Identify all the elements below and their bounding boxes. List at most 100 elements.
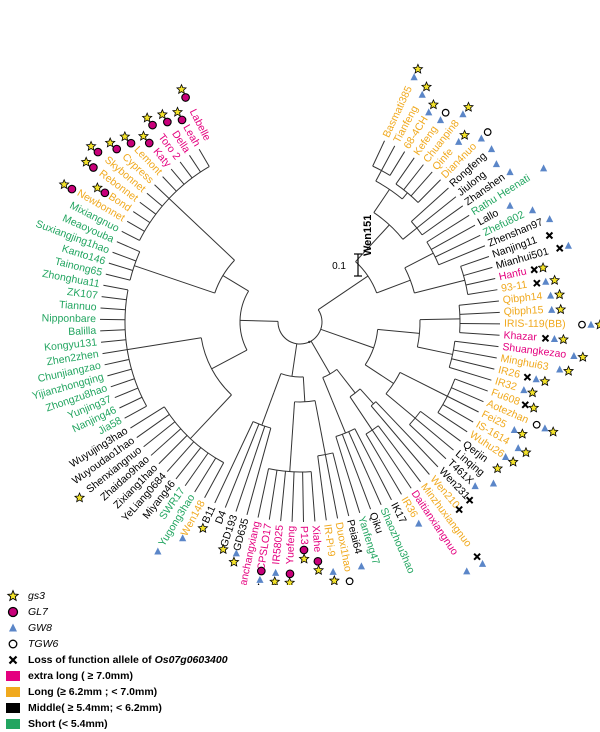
gs3-star-icon bbox=[254, 584, 263, 585]
gw8-triangle-icon bbox=[479, 560, 486, 567]
tree-branch bbox=[122, 231, 140, 240]
tree-branch bbox=[262, 392, 274, 425]
tree-branch bbox=[215, 422, 253, 503]
tree-arc bbox=[366, 426, 378, 434]
tree-branch bbox=[455, 341, 499, 346]
legend-label-middle: Middle( ≥ 5.4mm; < 6.2mm) bbox=[28, 702, 162, 714]
tree-branch bbox=[125, 406, 147, 418]
legend-label-gw8: GW8 bbox=[28, 622, 52, 634]
gs3-star-icon bbox=[429, 100, 438, 109]
tree-branch bbox=[119, 397, 142, 408]
gs3-star-icon bbox=[555, 290, 564, 299]
tree-branches bbox=[100, 141, 500, 522]
gw8-triangle-icon bbox=[565, 242, 572, 249]
lof-cross-icon bbox=[467, 497, 473, 503]
tree-branch bbox=[415, 418, 453, 450]
gs3-star-icon bbox=[229, 557, 238, 566]
lof-cross-icon bbox=[534, 280, 540, 286]
tree-branch bbox=[427, 215, 469, 242]
tree-branch bbox=[223, 276, 249, 291]
tree-branch bbox=[459, 301, 499, 305]
gs3-star-icon bbox=[270, 577, 279, 585]
taxon-label: Nipponbare bbox=[42, 312, 97, 325]
gs3-star-icon bbox=[540, 377, 549, 386]
legend-label-tgw6: TGW6 bbox=[28, 638, 58, 650]
tree-arc bbox=[253, 422, 271, 429]
tree-branch bbox=[449, 367, 491, 380]
legend-row-lof: Loss of function allele of Os07g0603400 bbox=[4, 652, 254, 668]
tree-branch bbox=[360, 389, 373, 404]
tree-branch bbox=[378, 329, 420, 333]
legend-label-lof: Loss of function allele of Os07g0603400 bbox=[28, 654, 228, 666]
tree-branch bbox=[403, 228, 417, 239]
tree-branch bbox=[101, 340, 126, 343]
tgw6-circle-icon bbox=[442, 109, 449, 116]
tgw6-circle-icon bbox=[533, 421, 540, 428]
tree-arc bbox=[350, 389, 360, 397]
tree-branch bbox=[109, 263, 133, 270]
tree-branch bbox=[303, 472, 304, 522]
lof-cross-icon bbox=[557, 245, 563, 251]
scale-bar: 0.1 bbox=[332, 254, 362, 276]
tree-branch bbox=[452, 359, 495, 369]
gw8-triangle-icon bbox=[330, 568, 337, 575]
gs3-star-icon bbox=[300, 554, 309, 563]
gs3-star-icon bbox=[521, 448, 530, 457]
gl7-dot-icon bbox=[258, 567, 266, 575]
gs3-star-icon bbox=[493, 464, 502, 473]
legend-label-extra_long: extra long ( ≥ 7.0mm) bbox=[28, 670, 133, 682]
tgw6-circle-icon bbox=[346, 578, 353, 585]
tree-branch bbox=[247, 428, 271, 515]
gw8-triangle-icon bbox=[419, 91, 426, 98]
tree-branch bbox=[290, 402, 295, 472]
tree-branch bbox=[315, 401, 325, 455]
tree-branch bbox=[137, 414, 170, 437]
gs3-star-icon bbox=[75, 493, 84, 502]
legend-row-gl7: GL7 bbox=[4, 604, 254, 620]
gs3-star-icon bbox=[139, 131, 148, 140]
tree-branch bbox=[414, 280, 464, 293]
tree-branch bbox=[418, 180, 440, 203]
legend-label-short: Short (< 5.4mm) bbox=[28, 718, 108, 730]
gw8-triangle-icon bbox=[520, 386, 527, 393]
gw8-triangle-icon bbox=[551, 335, 558, 342]
gl7-dot-icon bbox=[90, 164, 98, 172]
tree-branch bbox=[332, 401, 345, 433]
legend-row-long: Long (≥ 6.2mm ; < 7.0mm) bbox=[4, 684, 254, 700]
gw8-triangle-icon bbox=[587, 321, 594, 328]
tree-branch bbox=[350, 397, 372, 430]
tree-branch bbox=[402, 193, 407, 199]
gw8-triangle-icon bbox=[437, 116, 444, 123]
tree-branch bbox=[318, 276, 368, 310]
taxon-label: P13 bbox=[298, 526, 310, 545]
legend-label-gl7: GL7 bbox=[28, 606, 48, 618]
gw8-triangle-icon bbox=[154, 548, 161, 555]
tree-branch bbox=[292, 344, 297, 377]
lof-cross-icon bbox=[542, 335, 548, 341]
legend-label-prefix: Loss of function allele of bbox=[28, 654, 155, 666]
tree-branch bbox=[115, 388, 138, 397]
gs3-star-icon bbox=[87, 141, 96, 150]
tree-branch bbox=[105, 359, 129, 364]
gl7-dot-icon bbox=[164, 118, 172, 126]
legend-swatch-middle bbox=[6, 703, 20, 713]
gs3-star-icon bbox=[550, 276, 559, 285]
gw8-triangle-icon bbox=[478, 134, 485, 141]
tree-branch bbox=[323, 378, 332, 401]
tree-branch bbox=[400, 372, 447, 396]
gw8-triangle-icon bbox=[411, 73, 418, 80]
tree-branch bbox=[381, 146, 394, 171]
gw8-triangle-icon bbox=[493, 160, 500, 167]
gs3-star-icon bbox=[549, 427, 558, 436]
gw8-triangle-icon bbox=[425, 108, 432, 115]
tree-branch bbox=[355, 429, 392, 500]
gs3-star-icon bbox=[314, 566, 323, 575]
tree-branch bbox=[274, 374, 281, 393]
tree-branch bbox=[127, 221, 144, 231]
gw8-triangle-icon bbox=[472, 482, 479, 489]
tree-branch bbox=[468, 290, 498, 295]
tree-arc bbox=[373, 166, 390, 175]
tree-branch bbox=[195, 458, 216, 492]
legend-label-long: Long (≥ 6.2mm ; < 7.0mm) bbox=[28, 686, 157, 698]
